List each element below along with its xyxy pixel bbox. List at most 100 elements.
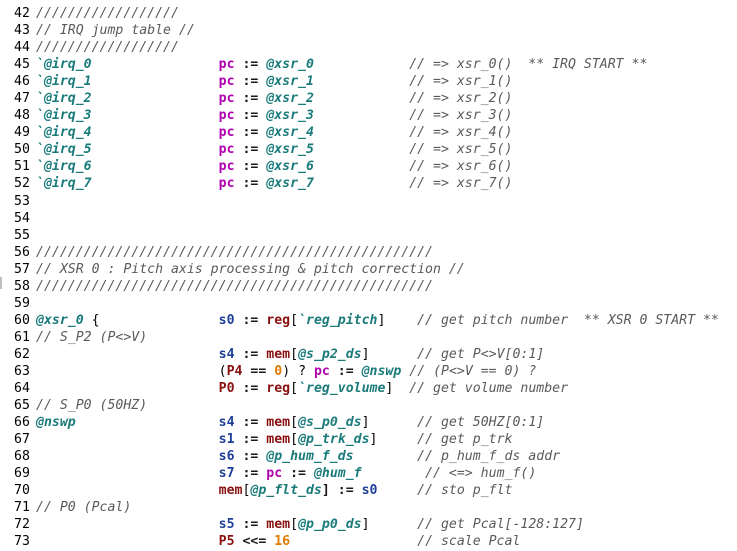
code-token: //////////////////	[36, 6, 179, 21]
code-line[interactable]: 53	[0, 193, 737, 210]
code-token: :=	[234, 466, 267, 482]
code-line[interactable]: 43// IRQ jump table //	[0, 22, 737, 39]
code-text: @nswp s4 := mem[@s_p0_ds] // get 50HZ[0:…	[36, 414, 544, 431]
code-token: // => xsr_6()	[409, 159, 513, 175]
code-token: ]	[361, 517, 418, 533]
code-token	[92, 74, 219, 89]
code-token	[36, 466, 219, 481]
code-token: s4	[218, 415, 235, 431]
code-token: @xsr_3	[266, 108, 314, 124]
code-text: // XSR 0 : Pitch axis processing & pitch…	[36, 261, 465, 278]
code-token: (	[218, 363, 227, 379]
line-number: 72	[14, 517, 30, 533]
code-line[interactable]: 56//////////////////////////////////////…	[0, 244, 737, 261]
code-text: ////////////////////////////////////////…	[36, 278, 433, 295]
code-line[interactable]: 47`@irq_2 pc := @xsr_2 // => xsr_2()	[0, 90, 737, 107]
code-line[interactable]: 48`@irq_3 pc := @xsr_3 // => xsr_3()	[0, 107, 737, 124]
code-line[interactable]: 61// S_P2 (P<>V)	[0, 329, 737, 346]
code-editor[interactable]: 42 //////////////////43// IRQ jump table …	[0, 5, 737, 551]
code-token: @hum_f	[313, 466, 362, 482]
code-text: s5 := mem[@p_p0_ds] // get Pcal[-128:127…	[36, 516, 584, 533]
code-token	[92, 57, 219, 72]
code-token: :=	[234, 312, 267, 328]
code-line[interactable]: 60@xsr_0 { s0 := reg[`reg_pitch] // get …	[0, 312, 737, 329]
code-line[interactable]: 72 s5 := mem[@p_p0_ds] // get Pcal[-128:…	[0, 516, 737, 533]
code-token: reg	[266, 312, 291, 328]
code-line[interactable]: 54	[0, 210, 737, 227]
code-token	[100, 313, 219, 328]
code-token: :=	[234, 57, 267, 73]
code-line[interactable]: 63 (P4 == 0) ? pc := @nswp // (P<>V == 0…	[0, 363, 737, 380]
code-token: pc	[218, 176, 235, 192]
code-token: //////////////////	[36, 40, 179, 56]
code-line[interactable]: 62 s4 := mem[@s_p2_ds] // get P<>V[0:1]	[0, 346, 737, 363]
code-token: // get 50HZ[0:1]	[417, 415, 545, 431]
code-text: s4 := mem[@s_p2_ds] // get P<>V[0:1]	[36, 346, 545, 363]
code-token: // P0 (Pcal)	[36, 500, 132, 516]
code-line[interactable]: 66@nswp s4 := mem[@s_p0_ds] // get 50HZ[…	[0, 414, 737, 431]
code-text: `@irq_4 pc := @xsr_4 // => xsr_4()	[36, 124, 512, 141]
code-line[interactable]: 46`@irq_1 pc := @xsr_1 // => xsr_1()	[0, 73, 737, 90]
line-number: 67	[14, 432, 30, 448]
code-token: @p_hum_f_ds	[266, 449, 354, 465]
line-number: 53	[14, 193, 30, 209]
code-line[interactable]: 51`@irq_6 pc := @xsr_6 // => xsr_6()	[0, 158, 737, 175]
code-token: // get p_trk	[417, 432, 513, 448]
code-token	[314, 142, 409, 157]
code-text: P5 <<= 16 // scale Pcal	[36, 533, 521, 550]
code-token: @p_flt_ds	[250, 483, 322, 499]
code-line[interactable]: 69 s7 := pc := @hum_f // <=> hum_f()	[0, 465, 737, 482]
code-text: // P0 (Pcal)	[36, 499, 131, 516]
code-line[interactable]: 45`@irq_0 pc := @xsr_0 // => xsr_0() ** …	[0, 56, 737, 73]
line-number: 50	[14, 142, 30, 158]
code-token: :=	[234, 159, 267, 175]
code-token: // => xsr_3()	[409, 108, 513, 124]
code-line[interactable]: 64 P0 := reg[`reg_volume] // get volume …	[0, 380, 737, 397]
code-token: // => xsr_7()	[409, 176, 513, 192]
line-number: 45	[14, 57, 30, 73]
code-token: // get volume number	[409, 381, 569, 397]
code-line[interactable]: 44//////////////////	[0, 39, 737, 56]
code-text: `@irq_1 pc := @xsr_1 // => xsr_1()	[36, 73, 512, 90]
code-text: `@irq_5 pc := @xsr_5 // => xsr_5()	[36, 141, 512, 158]
code-token: @xsr_0	[266, 57, 314, 73]
code-token: s6	[218, 449, 235, 465]
code-token: :=	[234, 415, 267, 431]
line-number: 63	[14, 363, 30, 379]
code-line[interactable]: 70 mem[@p_flt_ds] := s0 // sto p_flt	[0, 482, 737, 499]
code-line[interactable]: 59	[0, 295, 737, 312]
code-token	[314, 159, 409, 174]
code-text: // S_P0 (50HZ)	[36, 397, 147, 414]
code-text: mem[@p_flt_ds] := s0 // sto p_flt	[36, 482, 513, 499]
code-line[interactable]: 65 // S_P0 (50HZ)	[0, 397, 737, 414]
code-token	[314, 74, 409, 89]
line-number: 64	[14, 381, 30, 397]
code-token: // <=> hum_f()	[425, 466, 537, 482]
code-line[interactable]: 57// XSR 0 : Pitch axis processing & pit…	[0, 261, 737, 278]
code-token: [	[290, 517, 299, 533]
code-token: // get Pcal[-128:127]	[417, 517, 584, 533]
code-line[interactable]: 50 `@irq_5 pc := @xsr_5 // => xsr_5()	[0, 141, 737, 158]
code-line[interactable]: 58//////////////////////////////////////…	[0, 278, 737, 295]
code-line[interactable]: 68 s6 := @p_hum_f_ds // p_hum_f_ds addr	[0, 448, 737, 465]
code-line[interactable]: 42 //////////////////	[0, 5, 737, 22]
code-line[interactable]: 67 s1 := mem[@p_trk_ds] // get p_trk	[0, 431, 737, 448]
line-number: 47	[14, 91, 30, 107]
code-line[interactable]: 71// P0 (Pcal)	[0, 499, 737, 516]
code-token: <<=	[234, 534, 275, 550]
code-line[interactable]: 52`@irq_7 pc := @xsr_7 // => xsr_7()	[0, 175, 737, 192]
line-number: 70	[14, 483, 30, 499]
line-number: 42	[14, 6, 30, 21]
code-line[interactable]: 73 P5 <<= 16 // scale Pcal	[0, 533, 737, 550]
code-text: //////////////////	[36, 39, 179, 56]
code-token	[314, 176, 409, 191]
code-token: `@irq_6	[36, 159, 92, 175]
line-number: 65	[14, 398, 30, 414]
code-token: @xsr_7	[266, 176, 314, 192]
code-line[interactable]: 49`@irq_4 pc := @xsr_4 // => xsr_4()	[0, 124, 737, 141]
code-line[interactable]: 55	[0, 227, 737, 244]
code-token: // => xsr_4()	[409, 125, 513, 141]
code-token: @xsr_0	[36, 312, 84, 328]
code-token: mem	[266, 432, 291, 448]
code-text: // IRQ jump table //	[36, 22, 195, 39]
